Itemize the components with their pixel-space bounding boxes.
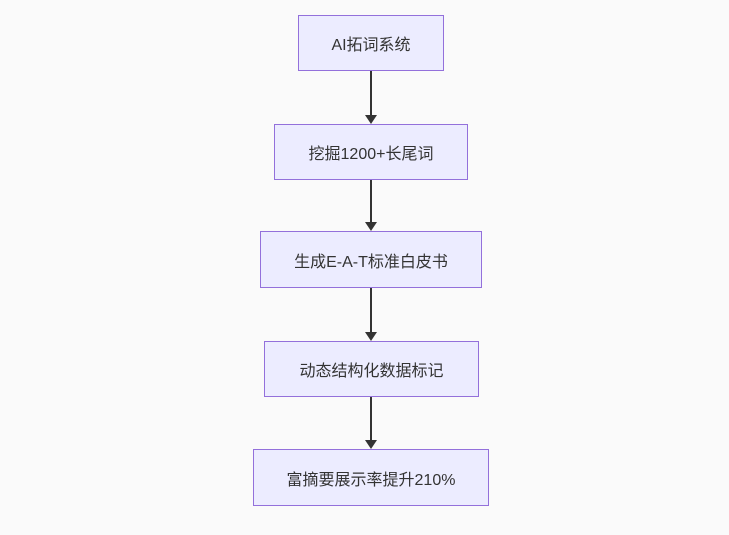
arrow-down-icon: [365, 115, 377, 124]
flow-edge-d-to-e: [364, 397, 378, 449]
flow-edge-a-to-b: [364, 71, 378, 124]
flow-node-label: 生成E-A-T标准白皮书: [294, 253, 448, 271]
flow-node-label: AI拓词系统: [331, 37, 411, 54]
edge-line: [370, 180, 372, 222]
flow-node-label: 动态结构化数据标记: [299, 363, 444, 380]
arrow-down-icon: [365, 222, 377, 231]
edge-line: [370, 288, 372, 332]
edge-line: [370, 71, 372, 115]
flow-edge-b-to-c: [364, 180, 378, 231]
arrow-down-icon: [365, 440, 377, 449]
flow-node-generate-eat-whitepaper: 生成E-A-T标准白皮书: [260, 231, 482, 288]
flow-node-label: 富摘要展示率提升210%: [286, 471, 456, 489]
flow-edge-c-to-d: [364, 288, 378, 341]
flow-node-rich-snippet-rate-increase: 富摘要展示率提升210%: [253, 449, 489, 506]
edge-line: [370, 397, 372, 440]
arrow-down-icon: [365, 332, 377, 341]
flow-node-dynamic-structured-data-markup: 动态结构化数据标记: [264, 341, 479, 397]
flow-node-ai-word-expansion-system: AI拓词系统: [298, 15, 444, 71]
flow-node-mine-longtail-keywords: 挖掘1200+长尾词: [274, 124, 468, 180]
flow-node-label: 挖掘1200+长尾词: [308, 146, 434, 163]
